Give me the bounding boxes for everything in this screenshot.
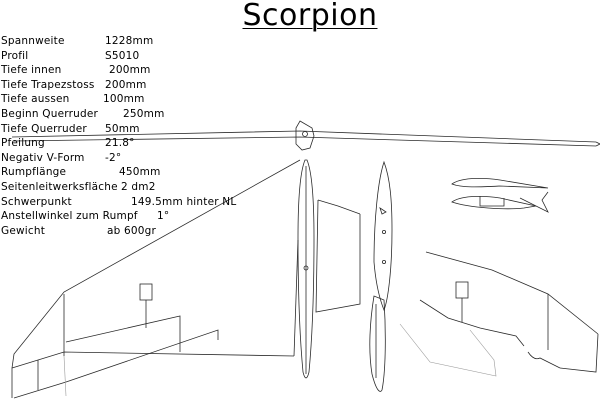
spec-label: Rumpflänge <box>1 166 67 179</box>
spec-label: Negativ V-Form <box>1 151 85 164</box>
side-view-fin <box>369 295 386 392</box>
spec-label: Spannweite <box>1 35 65 47</box>
spec-label: Schwerpunkt <box>1 195 72 208</box>
right-winglet-fin <box>455 281 469 299</box>
spec-value: 200mm <box>109 64 151 77</box>
spec-row: Rumpflänge 450mm <box>1 165 231 180</box>
right-wing-trailing-edge <box>527 351 561 369</box>
right-wing-outer-leading <box>425 251 599 335</box>
left-aileron-hinge <box>65 315 181 352</box>
spec-value: -2° <box>105 151 122 164</box>
side-view-wing-mount-1 <box>381 229 386 234</box>
spec-label: Pfeilung <box>1 137 45 150</box>
right-wing-root-rib <box>315 199 361 313</box>
top-view-left-wing <box>11 159 301 369</box>
spec-row: Tiefe Trapezstoss 200mm <box>1 78 231 93</box>
spec-value: S5010 <box>105 49 140 62</box>
spec-row: Profil S5010 <box>1 49 231 64</box>
spec-row: Tiefe aussen 100mm <box>1 92 231 107</box>
left-wing-trailing-edge <box>11 351 295 369</box>
fuselage-outline <box>297 159 315 379</box>
side-view-canopy <box>379 207 387 215</box>
front-view-fin <box>295 120 315 151</box>
left-wing-leading-edge <box>11 159 301 369</box>
top-view-right-wing <box>315 199 599 373</box>
left-wing-panel-outline <box>11 329 219 399</box>
side-view <box>369 160 393 392</box>
spec-value: 2 dm2 <box>121 180 156 193</box>
spec-row: Negativ V-Form -2° <box>1 151 231 166</box>
airfoil-section-aileron <box>519 191 549 213</box>
front-view <box>11 120 600 151</box>
spec-value: 21.8° <box>105 137 135 150</box>
front-view-fuselage-nose <box>302 131 308 137</box>
left-wing-flap-guide <box>63 355 67 397</box>
spec-value: 50mm <box>105 122 140 135</box>
spec-row: Schwerpunkt 149.5mm hinter NL <box>1 195 236 210</box>
drawing-title: Scorpion <box>242 0 378 33</box>
reference-lines <box>63 323 497 397</box>
side-view-wing-mount-2 <box>381 259 386 264</box>
fuselage-top-view <box>297 159 315 379</box>
airfoil-section-servo-box <box>479 196 505 207</box>
spec-value: 1228mm <box>105 35 154 47</box>
spec-label: Tiefe Trapezstoss <box>1 78 95 91</box>
fuselage-cg-mark <box>303 265 309 271</box>
spec-value: 200mm <box>105 78 147 91</box>
spec-row: Anstellwinkel zum Rumpf 1° <box>1 209 231 224</box>
side-view-fuselage <box>373 160 393 312</box>
spec-value: 100mm <box>103 93 145 106</box>
right-wing-outer-trailing <box>419 299 525 347</box>
spec-value: ab 600gr <box>107 224 157 237</box>
spec-label: Anstellwinkel zum Rumpf <box>1 210 138 223</box>
spec-row: Beginn Querruder 250mm <box>1 107 231 122</box>
spec-label: Seitenleitwerksfläche <box>1 180 118 193</box>
front-view-wing-upper <box>11 130 597 143</box>
left-wing-root-rib <box>293 239 299 357</box>
spec-row: Spannweite 1228mm <box>1 34 231 49</box>
spec-row: Tiefe innen 200mm <box>1 63 231 78</box>
airfoil-section-lower <box>451 195 537 210</box>
spec-value: 149.5mm hinter NL <box>131 195 237 208</box>
airfoil-section-upper <box>451 177 549 189</box>
spec-row: Tiefe Querruder 50mm <box>1 122 231 137</box>
right-wing-flap-guide <box>399 323 497 377</box>
spec-value: 250mm <box>123 107 165 120</box>
right-wing-leading-edge-inner <box>317 199 361 215</box>
front-view-wing-lower <box>13 136 597 147</box>
spec-value: 1° <box>157 210 170 223</box>
spec-label: Gewicht <box>1 224 46 237</box>
airfoil-sections <box>451 177 549 213</box>
spec-label: Tiefe Querruder <box>1 122 87 135</box>
spec-value: 450mm <box>119 166 161 179</box>
spec-label: Beginn Querruder <box>1 107 99 120</box>
front-view-wing-tip-right <box>595 141 600 147</box>
spec-label: Profil <box>1 49 29 62</box>
left-winglet-fin <box>139 283 153 301</box>
spec-row: Pfeilung 21.8° <box>1 136 231 151</box>
spec-row: Gewicht ab 600gr <box>1 224 231 239</box>
right-wing-tip <box>559 333 599 373</box>
left-wing-outer-trailing <box>13 329 219 399</box>
spec-label: Tiefe aussen <box>1 93 70 106</box>
spec-label: Tiefe innen <box>1 64 62 77</box>
